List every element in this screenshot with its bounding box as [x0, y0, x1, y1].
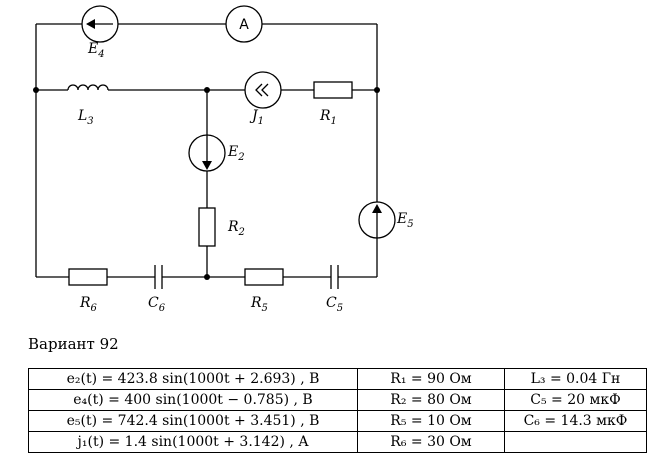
label-c6: C6 — [148, 295, 166, 314]
resistor-r5 — [244, 268, 284, 286]
resistor-r6 — [68, 268, 108, 286]
table-cell: e₄(t) = 400 sin(1000t − 0.785) , B — [28, 389, 358, 411]
e5-arrow — [372, 204, 382, 213]
label-l3: L3 — [77, 108, 94, 127]
variant-title: Вариант 92 — [28, 335, 119, 353]
j1-arrow — [255, 83, 263, 97]
table-cell: L₃ = 0.04 Гн — [504, 368, 647, 390]
table-cell: C₆ = 14.3 мкФ — [504, 410, 647, 432]
j1-source — [244, 71, 282, 109]
table-cell: j₁(t) = 1.4 sin(1000t + 3.142) , A — [28, 431, 358, 453]
label-e4: E4 — [87, 41, 105, 60]
circuit-diagram: A E4 L3 J1 R1 E2 R2 E5 R6 C6 R5 C5 — [33, 5, 414, 314]
label-e2: E2 — [227, 144, 245, 163]
table-cell: e₂(t) = 423.8 sin(1000t + 2.693) , B — [28, 368, 358, 390]
table-cell: R₁ = 90 Ом — [357, 368, 505, 390]
e4-arrow — [86, 19, 95, 29]
e4-source — [81, 5, 119, 43]
node-middle — [204, 87, 210, 93]
label-j1: J1 — [249, 108, 264, 127]
label-r6: R6 — [79, 295, 98, 314]
table-cell: R₂ = 80 Ом — [357, 389, 505, 411]
table-cell: e₅(t) = 742.4 sin(1000t + 3.451) , B — [28, 410, 358, 432]
inductor-l3 — [67, 84, 109, 91]
label-r1: R1 — [319, 108, 337, 127]
ammeter — [225, 5, 263, 43]
node-right — [374, 87, 380, 93]
label-r2: R2 — [227, 219, 245, 238]
resistor-r1 — [313, 81, 353, 99]
ammeter-label: A — [239, 17, 249, 33]
table-cell — [504, 431, 647, 453]
label-c5: C5 — [326, 295, 343, 314]
label-r5: R5 — [250, 295, 268, 314]
resistor-r2 — [198, 207, 216, 247]
table-cell: R₅ = 10 Ом — [357, 410, 505, 432]
table-cell: C₅ = 20 мкФ — [504, 389, 647, 411]
table-cell: R₆ = 30 Ом — [357, 431, 505, 453]
label-e5: E5 — [396, 211, 414, 230]
node-left — [33, 87, 39, 93]
e2-arrow — [202, 161, 212, 170]
node-bottom — [204, 274, 210, 280]
